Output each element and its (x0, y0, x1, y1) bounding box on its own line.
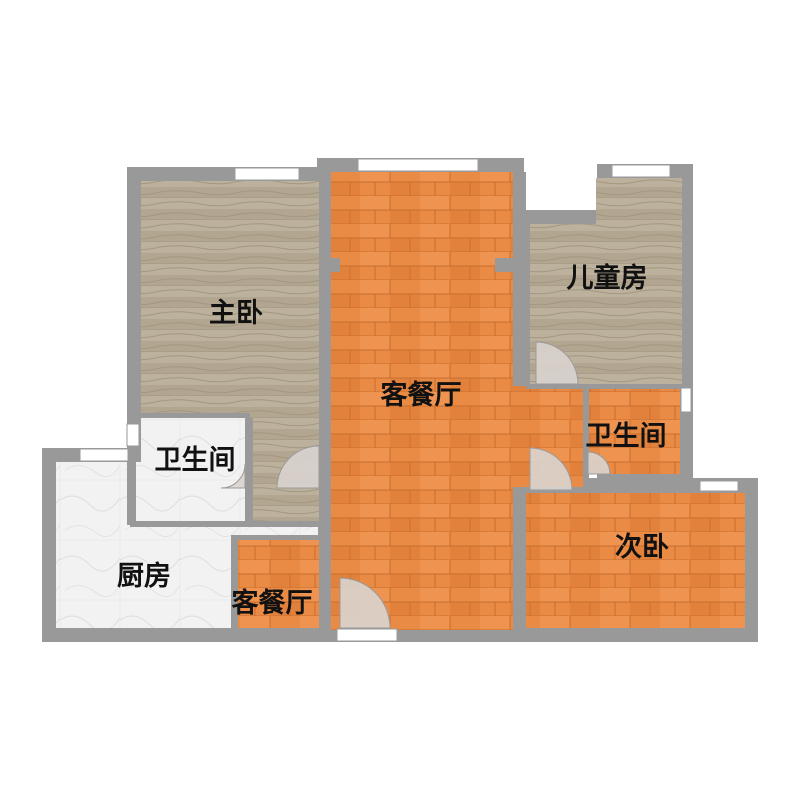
kids-room-floor-upper (596, 178, 682, 384)
room-label-kids-room: 儿童房 (567, 262, 648, 294)
room-label-corridor: 客餐厅 (232, 587, 313, 619)
room-label-kitchen: 厨房 (117, 561, 171, 592)
second-bedroom-floor (526, 492, 745, 628)
doors (220, 341, 611, 629)
corridor-floor (236, 540, 331, 628)
kitchen-floor (56, 462, 236, 628)
partitions (127, 172, 747, 628)
room-label-bathroom-right: 卫生间 (586, 421, 667, 452)
room-label-living-dining: 客餐厅 (381, 379, 462, 411)
room-label-bathroom-left: 卫生间 (155, 445, 236, 476)
windows (79, 158, 739, 642)
room-label-second-bedroom: 次卧 (615, 532, 669, 563)
kitchen-floor-ext (56, 525, 318, 535)
master-bedroom-floor (141, 181, 319, 413)
living-dining-floor (331, 172, 513, 630)
room-label-master-bedroom: 主卧 (209, 298, 263, 329)
